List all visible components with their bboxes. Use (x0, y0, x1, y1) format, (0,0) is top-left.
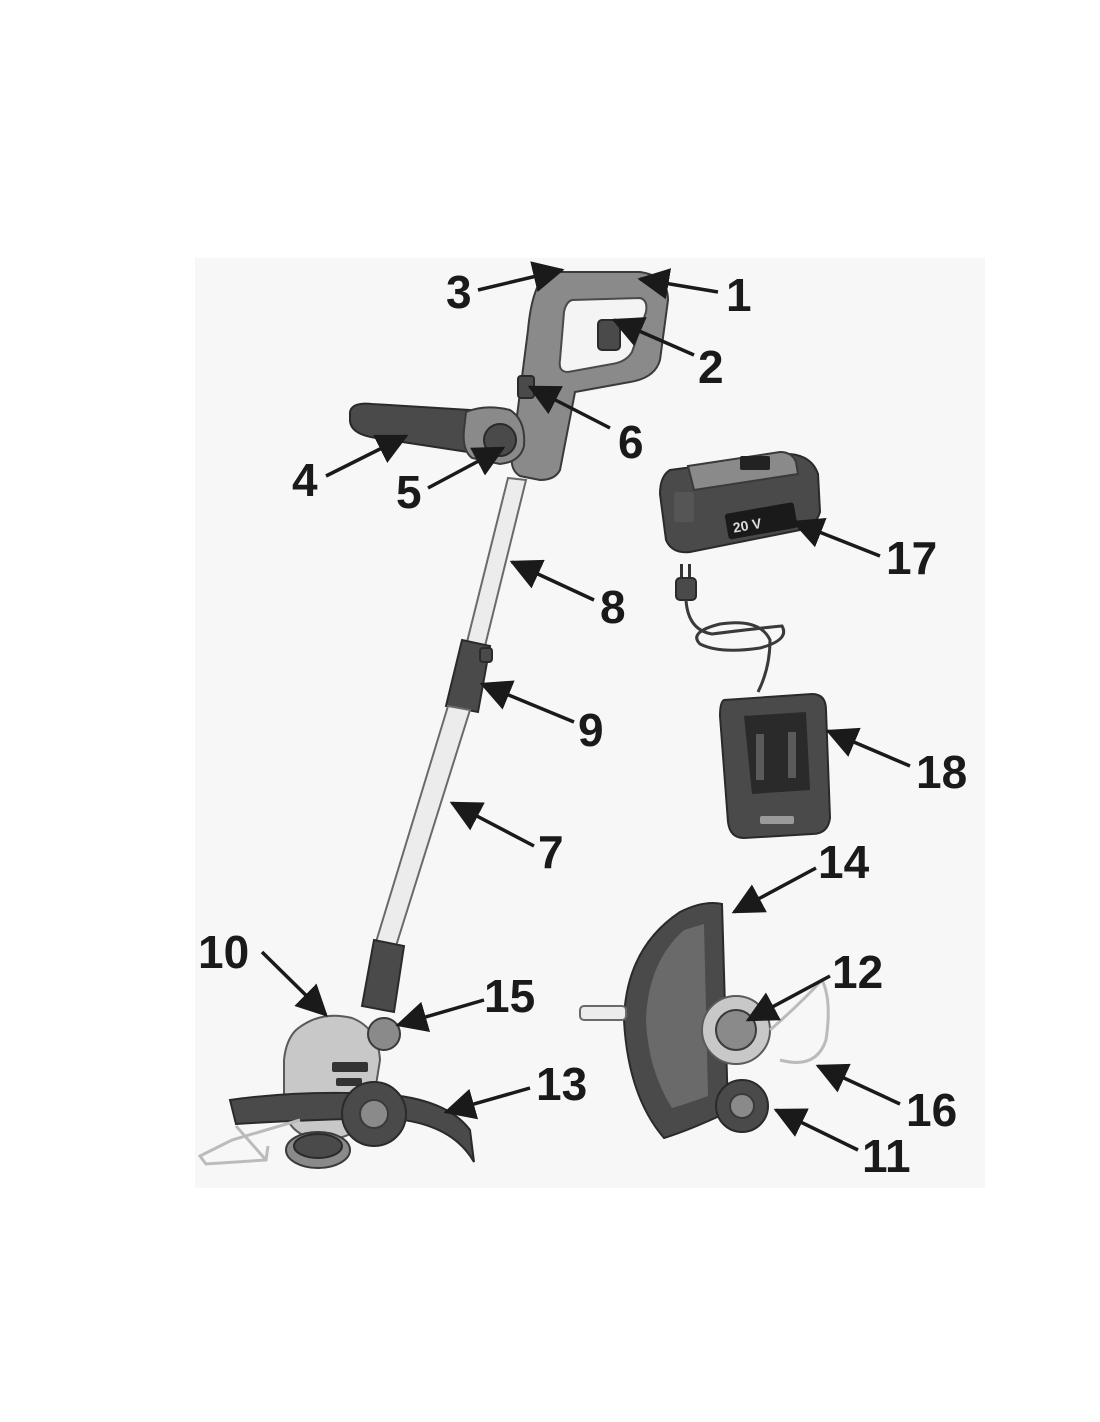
charger-illustration (718, 692, 832, 840)
spool-cap (293, 1133, 343, 1159)
leader-4 (325, 434, 409, 478)
callout-13: 13 (536, 1058, 587, 1110)
callout-2: 2 (698, 341, 724, 393)
leader-13 (443, 1086, 531, 1120)
callout-6: 6 (618, 416, 644, 468)
callout-4: 4 (292, 454, 318, 506)
closeup-shaft-stub (579, 1005, 627, 1021)
callout-7: 7 (538, 826, 564, 878)
charger-indicator (760, 816, 794, 824)
plant-protector-wire (197, 1118, 301, 1166)
trigger-switch (597, 319, 621, 351)
leader-9 (479, 680, 575, 724)
callout-8: 8 (600, 581, 626, 633)
leader-8 (509, 559, 595, 602)
battery-voltage-marking: 20 V (732, 515, 764, 536)
callout-14: 14 (818, 836, 870, 888)
guard-closeup-illustration (579, 902, 830, 1140)
callout-3: 3 (446, 266, 472, 318)
charger-cord (684, 599, 786, 693)
callout-12: 12 (832, 946, 883, 998)
collar-tab (479, 647, 493, 663)
battery-illustration: 20 V (658, 450, 822, 554)
battery-contacts (740, 456, 770, 470)
charger-rail-left (756, 734, 764, 780)
leader-5 (427, 446, 506, 490)
callout-5: 5 (396, 466, 422, 518)
callout-11: 11 (862, 1130, 911, 1182)
plug-prong-1 (680, 564, 683, 578)
safety-guard (228, 1091, 475, 1163)
charger-slot (744, 712, 810, 794)
battery-top (686, 450, 800, 492)
callout-10: 10 (198, 926, 249, 978)
guide-wheel-hub (359, 1099, 389, 1129)
leader-6 (527, 385, 611, 430)
shaft-connector (360, 938, 406, 1014)
closeup-spool-center (715, 1009, 757, 1051)
callout-18: 18 (916, 746, 967, 798)
leader-18 (825, 727, 911, 768)
angle-adjust-button (367, 1017, 401, 1051)
battery-side-window (674, 492, 694, 522)
leader-11 (773, 1108, 859, 1152)
plug-prong-2 (688, 564, 691, 578)
callout-15: 15 (484, 970, 535, 1022)
motor-vent-2 (336, 1078, 362, 1086)
callout-16: 16 (906, 1084, 957, 1136)
leader-2 (611, 317, 695, 357)
leader-15 (395, 998, 485, 1033)
battery-label (724, 502, 798, 540)
leader-10 (260, 950, 328, 1017)
closeup-wheel-hub (729, 1093, 755, 1119)
leader-3 (477, 261, 565, 293)
leader-12 (745, 974, 831, 1022)
plug-body (675, 577, 697, 601)
charger-cord-illustration (675, 564, 786, 693)
closeup-guard-inner (646, 924, 708, 1108)
callout-labels: 1 2 3 4 5 6 7 8 9 10 11 12 13 14 15 16 1… (198, 266, 967, 1182)
motor-vent-1 (332, 1062, 368, 1072)
plant-protector-wire-2 (234, 1125, 268, 1161)
leader-7 (449, 801, 535, 848)
leader-14 (731, 866, 817, 914)
leader-17 (791, 517, 881, 558)
charger-rail-right (788, 732, 796, 778)
callout-1: 1 (726, 269, 752, 321)
leader-1 (637, 268, 719, 300)
callout-9: 9 (578, 704, 604, 756)
callout-17: 17 (886, 532, 937, 584)
callout-arrows (260, 261, 911, 1152)
closeup-protector-wire (769, 977, 830, 1064)
leader-16 (815, 1063, 901, 1106)
